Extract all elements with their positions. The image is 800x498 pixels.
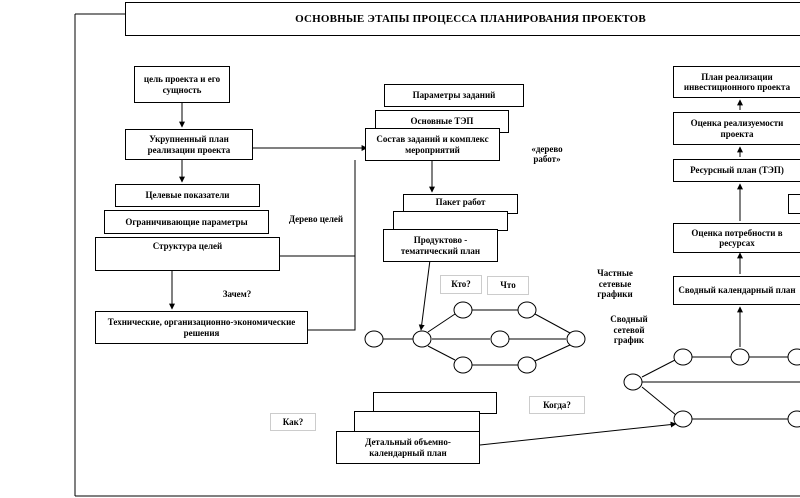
network-node <box>412 330 432 348</box>
network-node <box>453 301 473 319</box>
network-node <box>787 348 800 366</box>
network-node <box>673 410 693 428</box>
network-node <box>517 301 537 319</box>
network-node <box>490 330 510 348</box>
target-indicators-box: Целевые показатели <box>115 184 260 207</box>
enlarged-plan-box: Укрупненный план реализации проекта <box>125 129 253 160</box>
what-label: Что <box>487 276 529 295</box>
work-package-layer <box>393 211 508 231</box>
when-label: Когда? <box>529 396 585 414</box>
detailed-plan-layer <box>354 411 480 433</box>
line-solutions-to-tasks <box>308 256 356 331</box>
work-tree-label: «дерево работ» <box>518 137 576 171</box>
network-node <box>453 356 473 374</box>
task-params-box: Параметры заданий <box>384 84 524 107</box>
cut-off-box <box>788 194 800 214</box>
network-node <box>566 330 586 348</box>
goal-structure-box: Структура целей <box>95 237 280 271</box>
network-node <box>673 348 693 366</box>
summary-network-nodes <box>623 348 800 428</box>
limiting-params-box: Ограничивающие параметры <box>104 210 269 234</box>
how-label: Как? <box>270 413 316 431</box>
network-node <box>364 330 384 348</box>
private-network-graph <box>383 309 571 366</box>
why-label: Зачем? <box>209 286 265 303</box>
private-network-nodes <box>364 301 586 374</box>
resource-needs-box: Оценка потребности в ресурсах <box>673 223 800 253</box>
private-network-label: Частные сетевые графики <box>588 267 642 301</box>
network-node <box>517 356 537 374</box>
detailed-plan-box: Детальный объемно-календарный план <box>336 431 480 464</box>
diagram-title: ОСНОВНЫЕ ЭТАПЫ ПРОЦЕССА ПЛАНИРОВАНИЯ ПРО… <box>125 2 800 36</box>
goal-box: цель проекта и его сущность <box>134 66 230 103</box>
feasibility-box: Оценка реализуемости проекта <box>673 112 800 145</box>
arrow-plan-to-network <box>418 259 431 331</box>
arrow-detailed-to-summary-network <box>479 421 677 446</box>
network-node <box>623 373 643 391</box>
summary-network-label: Сводный сетевой график <box>601 313 657 347</box>
summary-calendar-box: Сводный календарный план <box>673 276 800 305</box>
goal-tree-label: Дерево целей <box>288 203 344 235</box>
work-package-label: Пакет работ <box>435 196 486 207</box>
product-plan-box: Продуктово - тематический план <box>383 229 498 262</box>
task-composition-box: Состав заданий и комплекс мероприятий <box>365 128 500 161</box>
tech-solutions-box: Технические, организационно-экономически… <box>95 311 308 344</box>
who-label: Кто? <box>440 275 482 294</box>
resource-plan-box: Ресурсный план (ТЭП) <box>673 159 800 182</box>
network-node <box>730 348 750 366</box>
implementation-plan-box: План реализации инвестиционного проекта <box>673 66 800 98</box>
network-node <box>787 410 800 428</box>
summary-network-graph <box>641 356 800 420</box>
